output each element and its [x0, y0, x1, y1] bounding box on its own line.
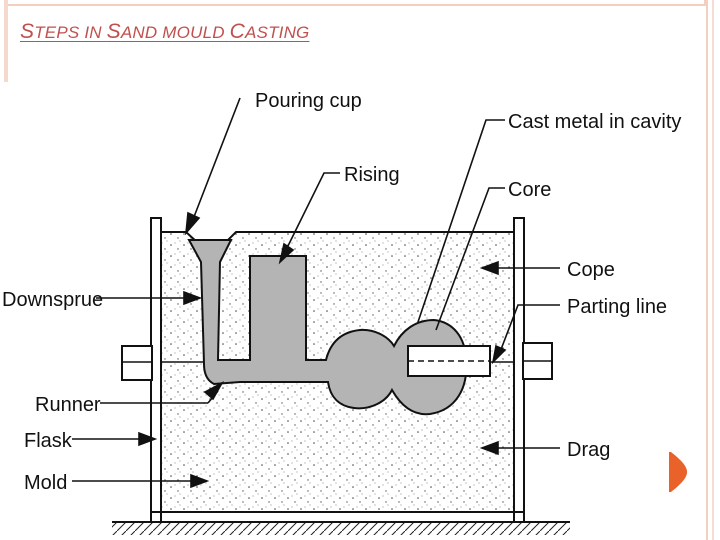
- title-initial-s: S: [20, 20, 35, 43]
- label-mold: Mold: [24, 472, 67, 494]
- leader-lines: [72, 97, 560, 489]
- label-parting-line: Parting line: [567, 296, 667, 318]
- slide-frame-left: [4, 0, 8, 82]
- ground: [112, 521, 570, 535]
- label-runner: Runner: [35, 394, 101, 416]
- slide-title: STEPS IN SAND MOULD CASTING: [20, 20, 310, 44]
- label-rising: Rising: [344, 164, 400, 186]
- slide-frame-right: [706, 0, 708, 540]
- flask-pins: [121, 342, 553, 381]
- slide-frame-right-inner: [712, 0, 714, 540]
- title-initial-s2: S: [106, 20, 121, 43]
- label-cope: Cope: [567, 259, 615, 281]
- slide-accent-shape: [669, 452, 687, 492]
- core: [407, 345, 491, 377]
- title-part-1: TEPS IN: [34, 23, 107, 42]
- label-flask: Flask: [24, 430, 73, 452]
- title-part-3: ASTING: [245, 23, 310, 42]
- title-part-2: AND MOULD: [120, 23, 230, 42]
- label-cast-metal: Cast metal in cavity: [508, 111, 681, 133]
- label-drag: Drag: [567, 439, 610, 461]
- label-pouring-cup: Pouring cup: [255, 90, 362, 112]
- label-downsprue: Downsprue: [2, 289, 103, 311]
- title-initial-c: C: [229, 20, 245, 43]
- cast-metal: [187, 239, 468, 416]
- label-core: Core: [508, 179, 551, 201]
